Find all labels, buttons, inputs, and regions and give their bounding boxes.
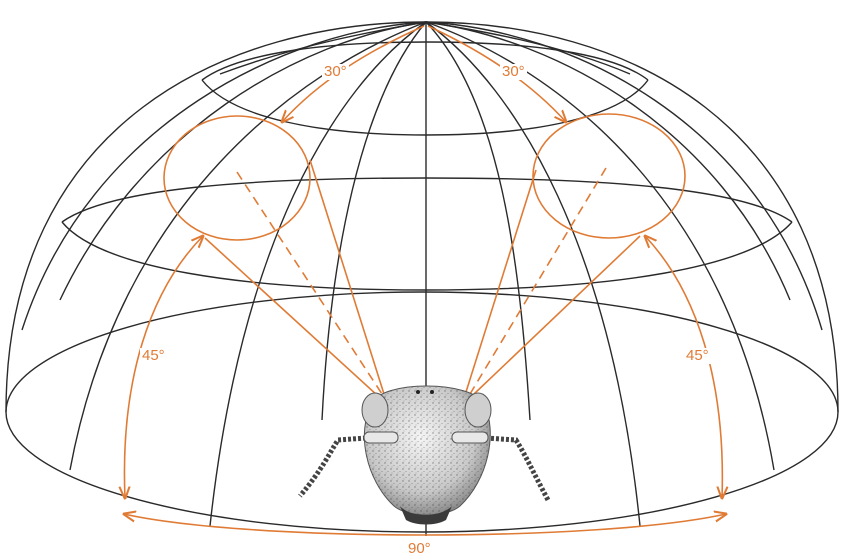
left-elevation-label: 45° [140, 348, 167, 364]
bottom-span-label: 90° [406, 541, 433, 557]
dome-outline [6, 22, 838, 412]
right-antenna-socket [452, 432, 488, 443]
insect-head-icon [300, 386, 548, 525]
right-antenna [486, 438, 548, 500]
meridian-back [426, 22, 790, 300]
right-elevation-label: 45° [684, 348, 711, 364]
left-visual-field [164, 116, 310, 240]
latitude-45-front [62, 222, 792, 290]
left-cone-line [310, 160, 384, 394]
left-compound-eye [362, 393, 388, 427]
latitude-60-front [202, 80, 648, 135]
left-45-arrow [124, 236, 203, 498]
top-left-angle-label: 30° [322, 64, 349, 80]
right-visual-field [533, 114, 685, 238]
latitude-45-back [62, 178, 792, 222]
right-axis-dashed [470, 168, 606, 394]
meridian-back [60, 22, 426, 300]
left-antenna-socket [364, 432, 398, 443]
top-right-angle-label: 30° [500, 64, 527, 80]
ocellus [430, 390, 434, 394]
left-antenna [300, 438, 366, 496]
right-compound-eye [465, 393, 491, 427]
meridian [426, 22, 530, 420]
left-cone-line [205, 238, 378, 396]
ocellus [416, 390, 420, 394]
meridian-back [426, 22, 822, 330]
